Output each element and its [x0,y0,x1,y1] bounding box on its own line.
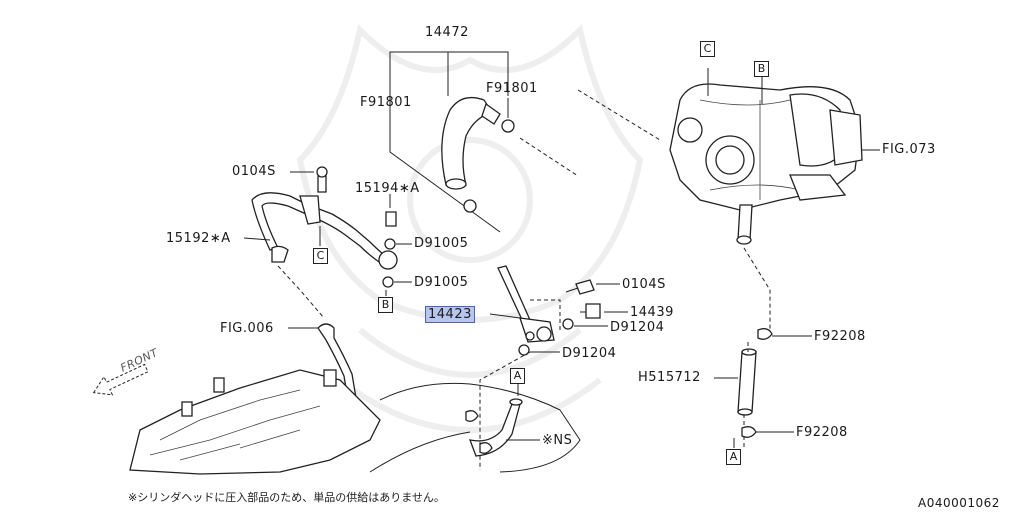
label-d91005-top: D91005 [414,236,469,251]
ref-box-c-left: C [313,248,328,264]
clamp-ns-bot [479,442,493,454]
bolt-0104s-top [317,175,327,193]
ref-box-b-left: B [378,297,393,313]
label-d91005-bot: D91005 [414,275,469,290]
label-fig006[interactable]: FIG.006 [220,321,274,336]
label-15194a: 15194∗A [355,181,420,196]
engine-block [129,369,381,475]
bolt-0104s-mid [575,279,595,295]
label-15192a: 15192∗A [166,231,231,246]
label-14472: 14472 [425,25,469,40]
banjo-15192a-left [271,245,289,263]
clamp-f92208-top [757,328,773,340]
clamp-f91801 [481,102,501,125]
dashed-14423 [530,299,561,330]
turbocharger [669,83,863,245]
diagram-code: A040001062 [918,496,1000,510]
dashed-mid-down [479,351,531,470]
ref-box-a-right: A [726,449,741,465]
clamp-f91801-right [501,119,515,133]
footer-note: ※シリンダヘッドに圧入部品のため、単品の供給はありません。 [128,491,445,504]
block-outline-mid [379,382,581,473]
label-f91801-right: F91801 [486,81,538,96]
label-f92208-bot: F92208 [796,425,848,440]
clamp-f92208-bot [741,426,757,438]
clamp-ns-top [465,410,479,422]
ref-box-a-mid: A [510,368,525,384]
dashed-hose-link [519,137,579,177]
ref-box-c-turbo: C [700,41,715,57]
label-f92208-top: F92208 [814,329,866,344]
washer-d91005-top [384,238,396,250]
dashed-15192a [277,265,325,319]
dashed-h515712 [743,342,749,448]
label-14439: 14439 [630,305,674,320]
front-arrow [92,363,149,396]
label-f91801-left: F91801 [360,95,412,110]
label-d91204-bot: D91204 [562,346,617,361]
watermark-emblem [296,24,644,433]
label-fig073[interactable]: FIG.073 [882,142,936,157]
hose-14472-end [445,178,467,190]
ref-box-b-turbo: B [754,61,769,77]
bolt-15194a [385,211,397,227]
pipe-lower-left [317,323,357,401]
banjo-15192a-right [378,250,398,270]
washer-d91204-right [562,318,574,330]
clamp-f91801-left [463,199,477,213]
dashed-turbo-link [577,89,661,141]
washer-d91005-bot [382,276,394,288]
label-0104s-mid: 0104S [622,277,666,292]
label-0104s-top: 0104S [232,164,276,179]
bracket-15192a [299,195,321,225]
leader-14423 [489,313,521,319]
hose-h515712 [737,351,757,413]
label-ns: ※NS [542,433,573,448]
washer-d91204-bot [518,344,530,356]
leader-f91801-left [389,96,501,233]
dashed-turbo-down [743,247,771,330]
label-14423-highlighted[interactable]: 14423 [425,306,475,323]
label-h515712: H515712 [638,370,701,385]
label-d91204-right: D91204 [610,320,665,335]
leader-14472 [389,51,509,96]
bolt-14439 [585,303,601,319]
leader-15192a [243,237,271,241]
